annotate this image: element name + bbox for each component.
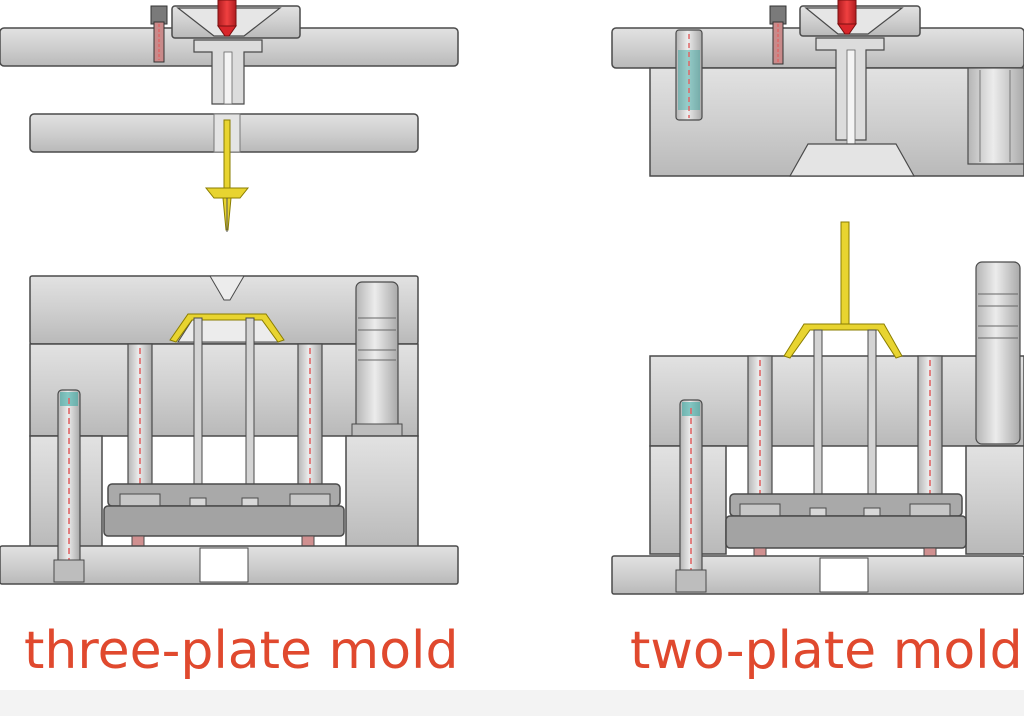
guide-pillar-right	[975, 261, 1021, 445]
socket-head-bolt-right	[675, 399, 707, 593]
two-plate-mold-illustration	[611, 0, 1024, 595]
ejector-plates-right	[725, 493, 967, 559]
socket-head-bolt	[53, 389, 85, 583]
injection-nozzle-right	[837, 0, 857, 35]
molded-part-with-sprue	[783, 221, 903, 359]
bottom-clamp-plate	[0, 545, 459, 585]
ejector-plates	[103, 483, 345, 547]
two-plate-mold-caption: two-plate mold	[630, 621, 1023, 681]
three-plate-mold-caption: three-plate mold	[24, 621, 459, 681]
bottom-strip	[0, 690, 1024, 716]
clamp-bolt	[150, 5, 168, 63]
molded-part	[169, 313, 285, 343]
bottom-clamp-plate-right	[611, 555, 1024, 595]
guide-pillar	[351, 281, 403, 437]
return-pins	[127, 343, 323, 497]
runner-sprue	[204, 119, 250, 232]
three-plate-mold-illustration	[0, 0, 459, 585]
injection-nozzle	[217, 0, 237, 37]
fixed-half-plate	[611, 5, 1024, 177]
core-plate	[29, 343, 419, 437]
return-pins-right	[747, 355, 943, 509]
top-bolts	[675, 5, 787, 121]
moving-half-plate	[649, 355, 1024, 555]
